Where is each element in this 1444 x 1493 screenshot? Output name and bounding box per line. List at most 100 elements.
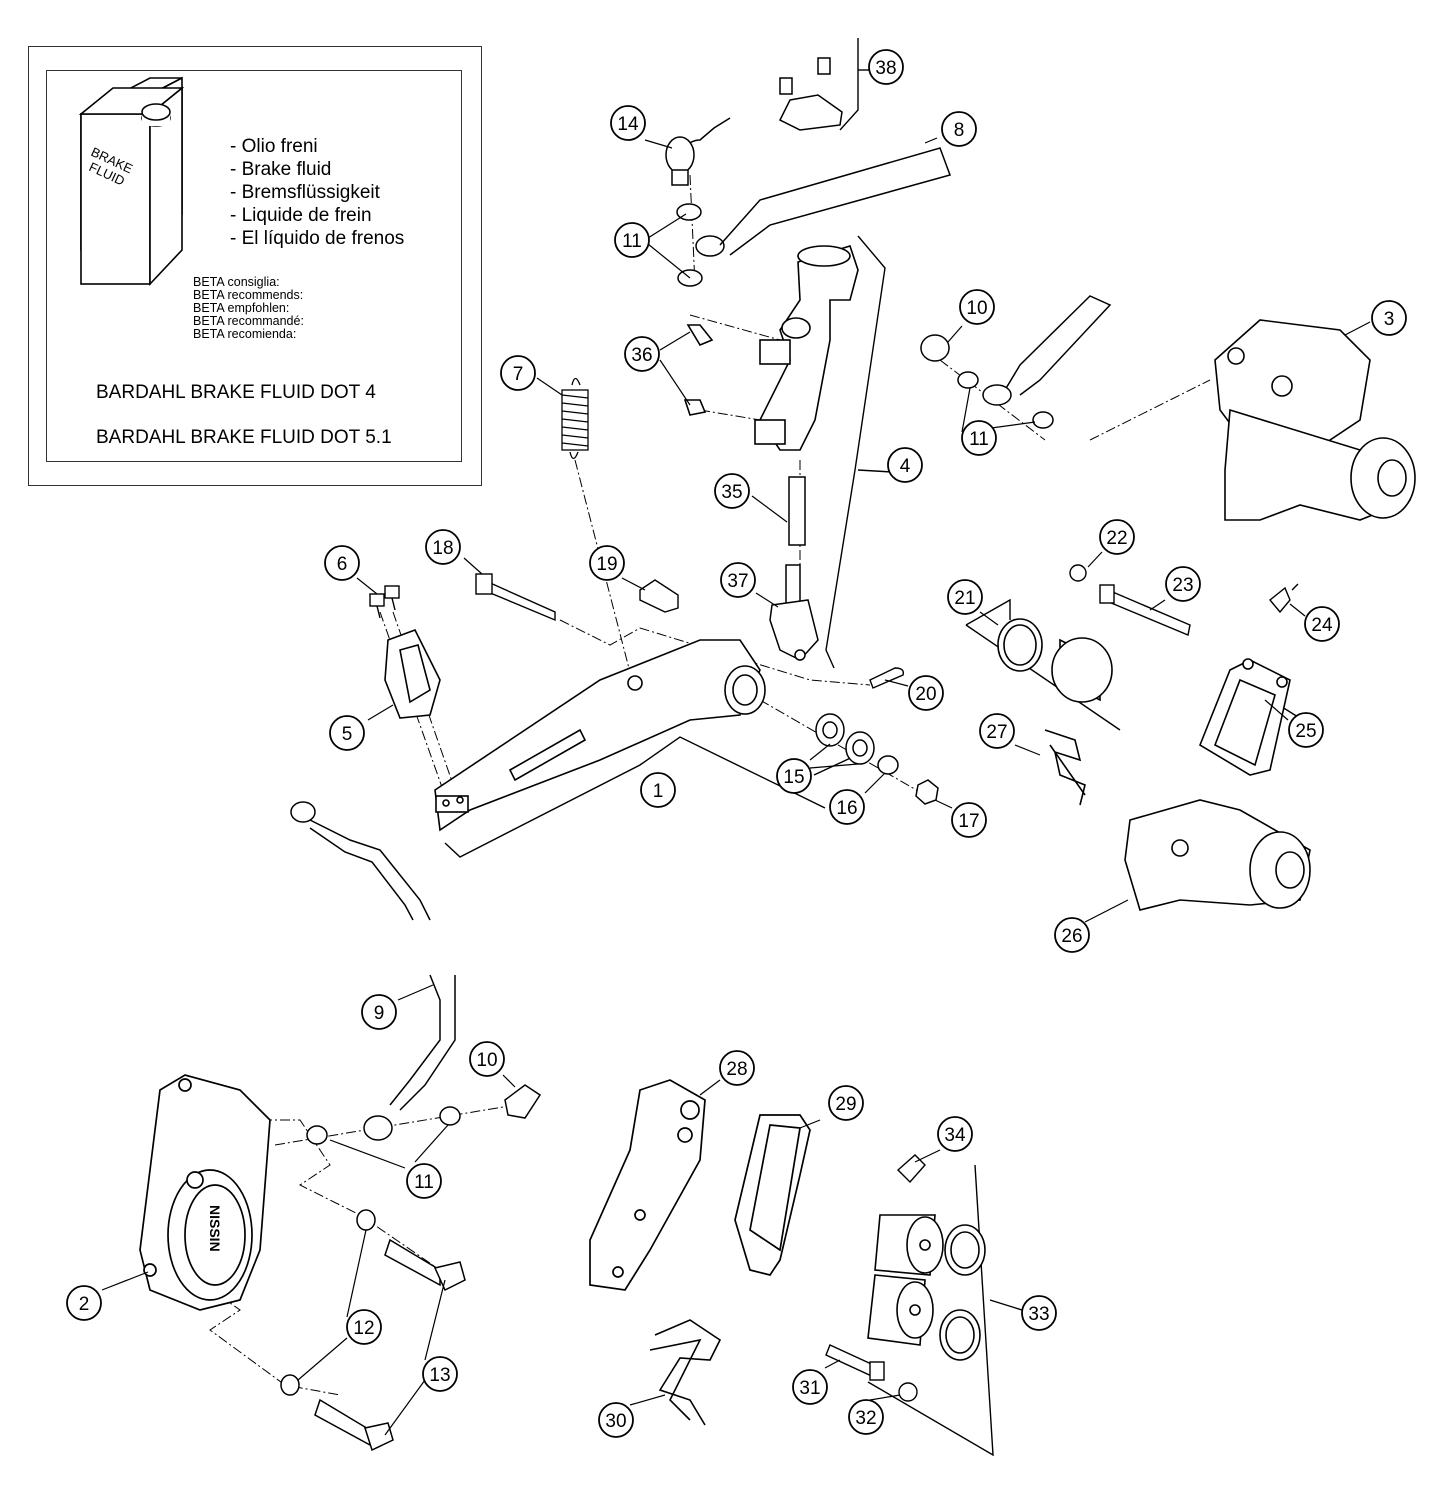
callout-23: 23	[1165, 566, 1201, 602]
brake-fluid-can-icon	[78, 76, 185, 287]
legend-inner-frame	[46, 70, 462, 462]
fluid-name-it: - Olio freni	[230, 136, 318, 157]
callout-15: 15	[776, 758, 812, 794]
bleed-screw-10	[920, 334, 950, 362]
callout-label: 36	[631, 345, 652, 366]
callout-label: 30	[605, 1411, 626, 1432]
hose-9	[306, 974, 542, 1145]
callout-label: 24	[1311, 615, 1333, 636]
callout-9: 9	[361, 994, 397, 1030]
front-caliper-2	[139, 1074, 271, 1311]
recommends-fr: BETA recommandé:	[193, 314, 304, 328]
callout-5: 5	[329, 715, 365, 751]
callout-18: 18	[425, 529, 461, 565]
callout-label: 20	[915, 684, 936, 705]
callout-29: 29	[828, 1085, 864, 1121]
hose-upper	[665, 57, 951, 287]
recommends-de: BETA empfohlen:	[193, 301, 290, 315]
callout-label: 2	[79, 1294, 90, 1315]
pads-25	[1199, 658, 1291, 776]
callout-6: 6	[324, 545, 360, 581]
pin-18	[475, 573, 556, 622]
callout-25: 25	[1288, 712, 1324, 748]
pad-spring-27	[1044, 729, 1086, 806]
caliper-bracket-26	[1124, 799, 1311, 911]
callout-label: 32	[855, 1408, 876, 1429]
callout-label: 22	[1106, 528, 1127, 549]
product-dot4: BARDAHL BRAKE FLUID DOT 4	[96, 382, 376, 403]
callout-1: 1	[640, 772, 676, 808]
callout-label: 18	[432, 538, 453, 559]
fluid-name-es: - El líquido de frenos	[230, 228, 405, 249]
line-work	[444, 38, 1299, 1457]
callout-label: 16	[836, 798, 857, 819]
fluid-name-de: - Bremsflüssigkeit	[230, 182, 380, 203]
cotter-pin-20	[869, 667, 905, 689]
hose-fragment	[290, 801, 431, 921]
spring-part	[561, 377, 589, 460]
callout-label: 11	[969, 429, 989, 450]
callout-label: 35	[721, 482, 742, 503]
rear-caliper-3	[1214, 319, 1416, 521]
callout-31: 31	[792, 1369, 828, 1405]
pistons-21	[997, 618, 1113, 703]
callout-30: 30	[598, 1402, 634, 1438]
callout-35: 35	[714, 473, 750, 509]
callout-label: 5	[342, 724, 353, 745]
callout-11: 11	[961, 420, 997, 456]
recommends-es: BETA recomienda:	[193, 327, 297, 341]
callout-label: 11	[414, 1172, 434, 1193]
callout-label: 15	[783, 767, 804, 788]
callout-label: 25	[1295, 721, 1316, 742]
callout-label: 26	[1061, 926, 1082, 947]
callout-label: 6	[337, 554, 348, 575]
callout-label: 14	[617, 114, 639, 135]
callout-12: 12	[346, 1309, 382, 1345]
callout-11: 11	[406, 1163, 442, 1199]
callout-label: 7	[513, 364, 524, 385]
callout-label: 10	[476, 1050, 497, 1071]
bleeder-24	[1269, 583, 1299, 614]
callout-label: 23	[1172, 575, 1193, 596]
recommends-it: BETA consiglia:	[193, 275, 280, 289]
callout-20: 20	[908, 675, 944, 711]
callout-label: 10	[966, 298, 987, 319]
callout-8: 8	[941, 111, 977, 147]
callout-11: 11	[614, 222, 650, 258]
push-rod	[769, 476, 819, 661]
callout-label: 19	[596, 554, 617, 575]
callout-26: 26	[1054, 917, 1090, 953]
caliper-brand-label: NISSIN	[207, 1205, 223, 1252]
callout-37: 37	[720, 562, 756, 598]
brake-pedal-lever	[434, 639, 766, 832]
dashdot-leaders	[204, 174, 1211, 1396]
pad-spring-30	[649, 1319, 722, 1426]
callout-label: 3	[1384, 309, 1395, 330]
bracket-28	[589, 1079, 706, 1291]
callout-21: 21	[947, 579, 983, 615]
callout-3: 3	[1371, 300, 1407, 336]
callout-22: 22	[1099, 519, 1135, 555]
callout-label: 11	[622, 231, 642, 252]
clip-19	[639, 579, 679, 613]
callout-24: 24	[1304, 606, 1340, 642]
fluid-name-fr: - Liquide de frein	[230, 205, 372, 226]
washers-bolts	[280, 1209, 466, 1452]
callout-leaders	[101, 137, 1371, 1436]
callout-label: 13	[429, 1365, 450, 1386]
callout-label: 29	[835, 1094, 856, 1115]
callout-label: 31	[799, 1378, 820, 1399]
callout-33: 33	[1021, 1295, 1057, 1331]
callout-19: 19	[589, 545, 625, 581]
product-dot51: BARDAHL BRAKE FLUID DOT 5.1	[96, 427, 392, 448]
bearings-15	[815, 713, 939, 805]
callout-16: 16	[829, 789, 865, 825]
callout-label: 38	[875, 58, 896, 79]
callout-36: 36	[624, 336, 660, 372]
legend-outer-frame	[28, 46, 482, 486]
callout-10: 10	[469, 1041, 505, 1077]
pin-23	[1069, 564, 1191, 636]
hose-right	[920, 295, 1112, 429]
callout-label: 1	[653, 781, 664, 802]
